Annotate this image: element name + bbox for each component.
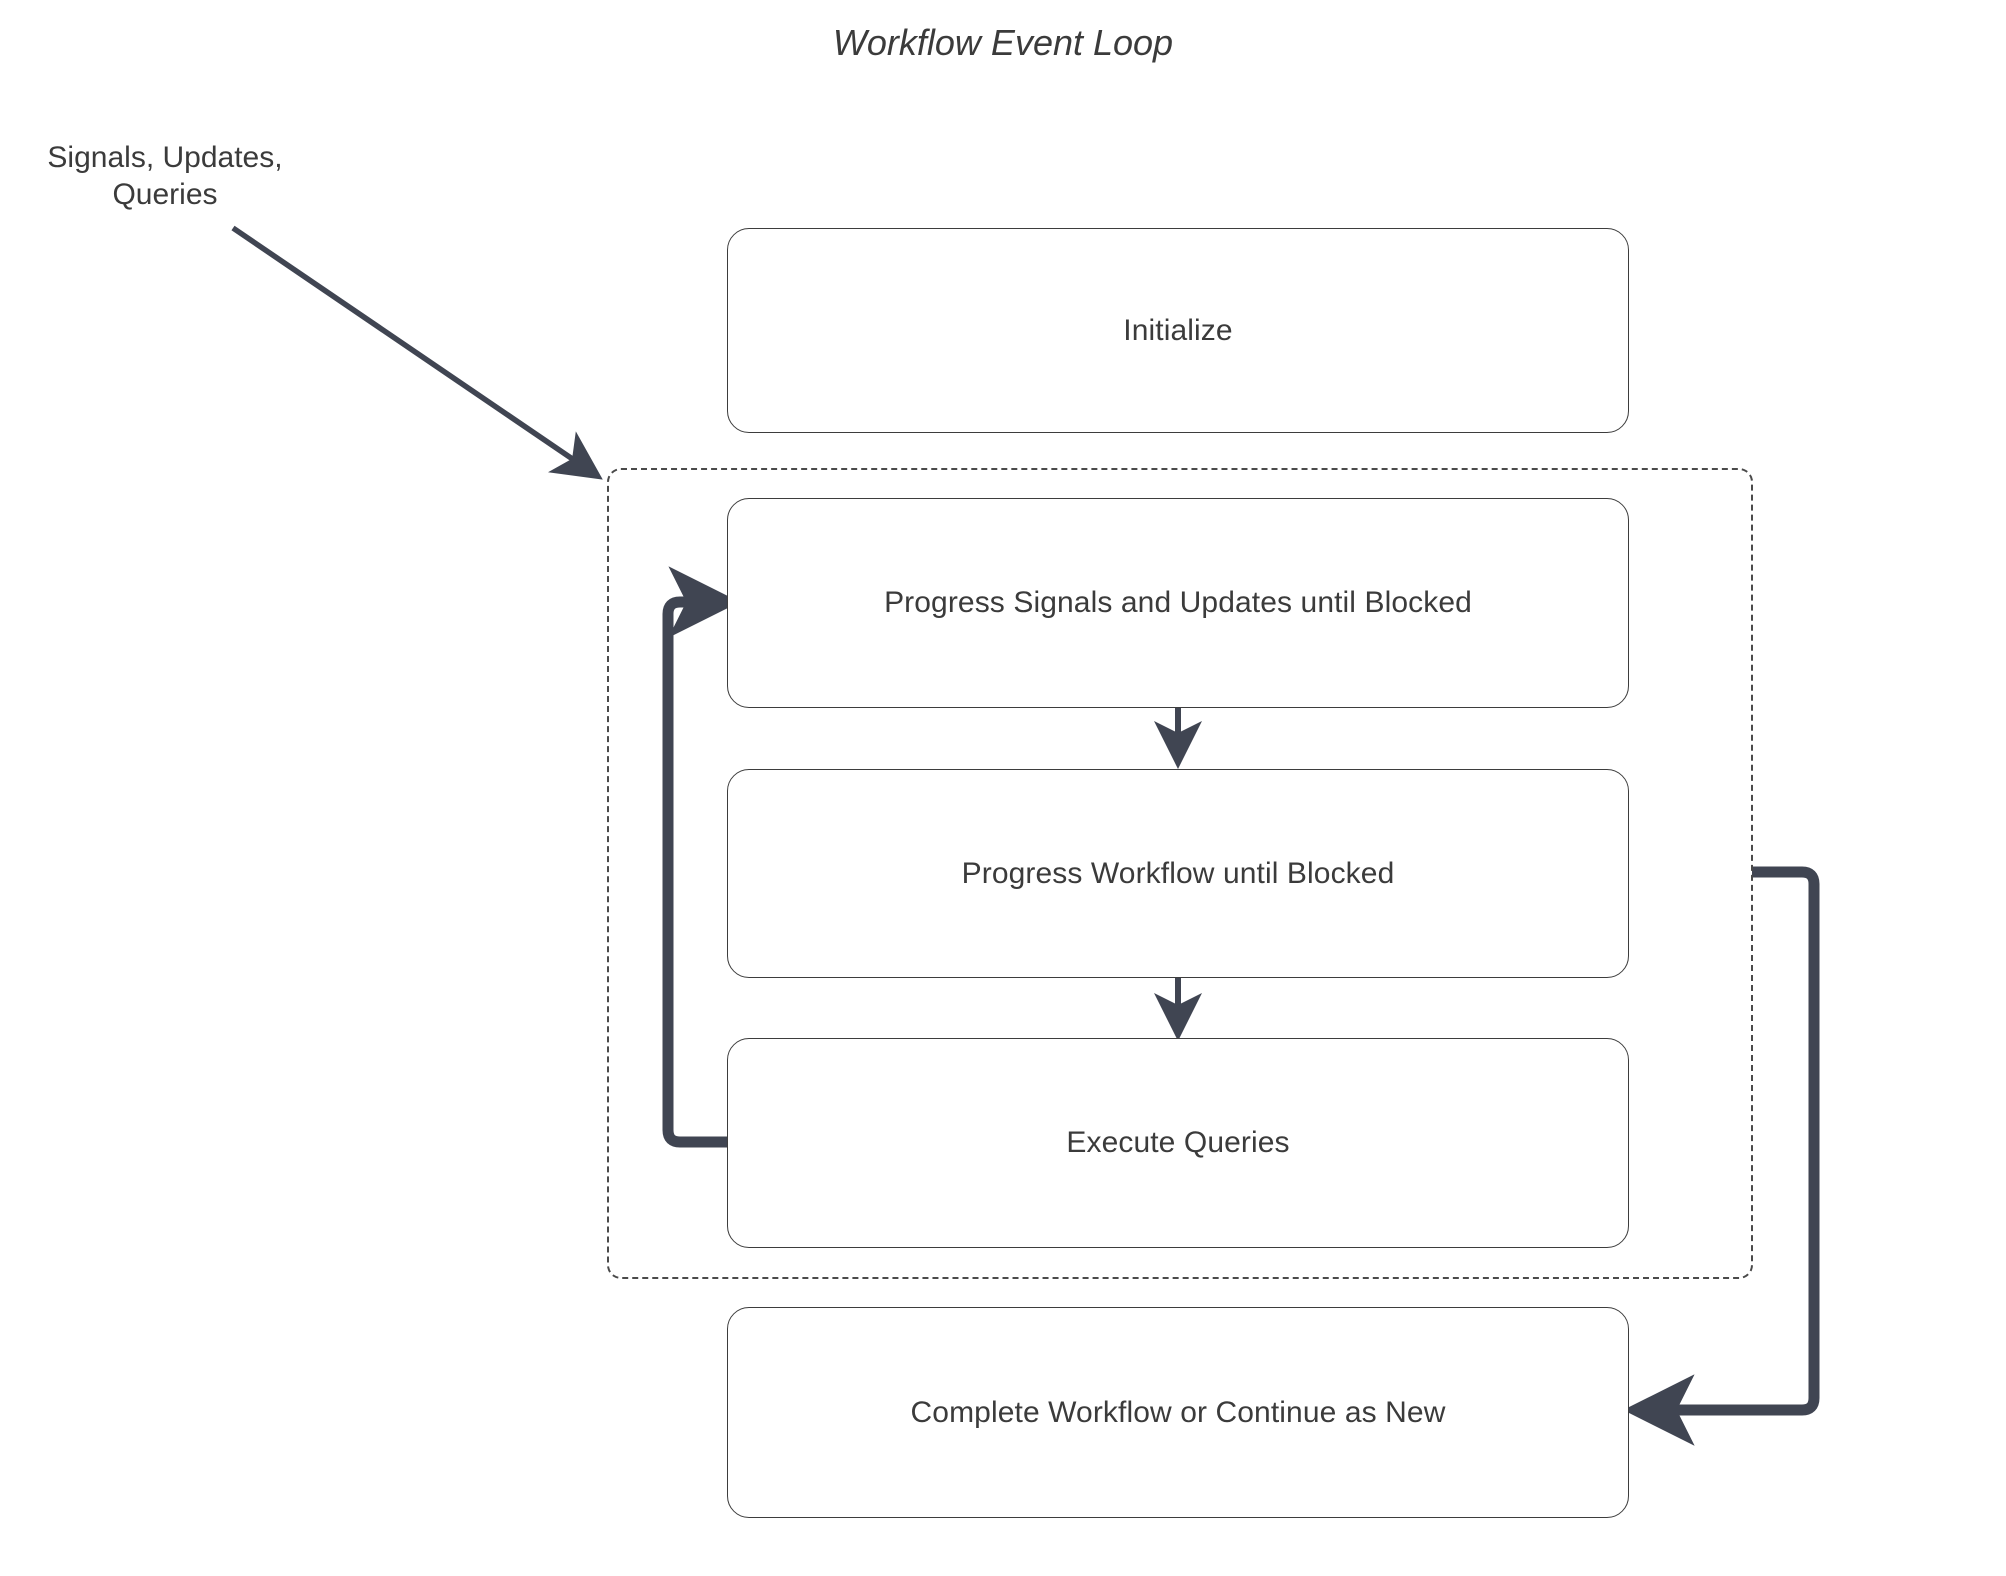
node-progress-signals[interactable]: Progress Signals and Updates until Block… [727, 498, 1629, 708]
node-progress-workflow[interactable]: Progress Workflow until Blocked [727, 769, 1629, 978]
edge-signals-to-cluster [231, 225, 603, 480]
node-progress-workflow-label: Progress Workflow until Blocked [961, 856, 1395, 890]
page-title: Workflow Event Loop [832, 22, 1174, 63]
edge-label-signals-updates-queries: Signals, Updates, Queries [20, 140, 310, 213]
event-loop-cluster [607, 468, 1753, 1279]
node-initialize[interactable]: Initialize [727, 228, 1629, 433]
edge-label-line-1: Signals, Updates, [47, 141, 283, 174]
node-initialize-label: Initialize [1123, 313, 1233, 347]
node-execute-queries-label: Execute Queries [1066, 1126, 1290, 1160]
node-execute-queries[interactable]: Execute Queries [727, 1038, 1629, 1248]
edge-label-line-2: Queries [112, 177, 218, 211]
node-complete-workflow[interactable]: Complete Workflow or Continue as New [727, 1307, 1629, 1518]
node-progress-signals-label: Progress Signals and Updates until Block… [884, 586, 1472, 620]
node-complete-workflow-label: Complete Workflow or Continue as New [910, 1395, 1446, 1429]
